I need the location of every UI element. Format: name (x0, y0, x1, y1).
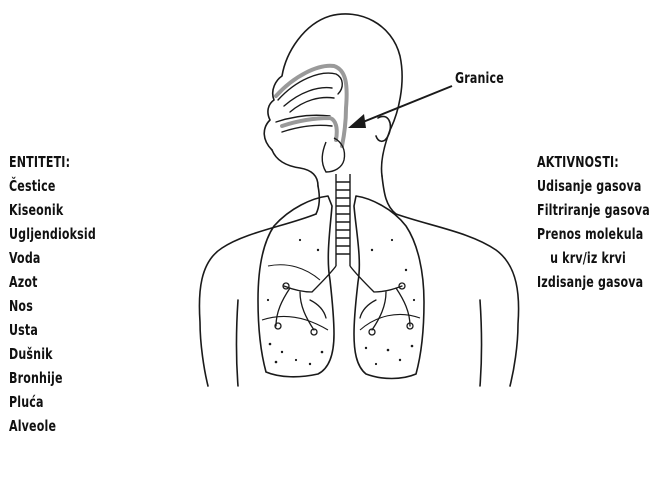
ear (376, 116, 390, 141)
entity-item: Voda (9, 246, 96, 270)
activity-item: Filtriranje gasova (537, 198, 650, 222)
activity-item: u krv/iz krvi (537, 246, 650, 270)
entity-item: Bronhije (9, 366, 96, 390)
activities-title: AKTIVNOSTI: (537, 150, 650, 174)
entity-item: Kiseonik (9, 198, 96, 222)
activities-list: AKTIVNOSTI: Udisanje gasova Filtriranje … (537, 150, 650, 294)
face-profile (272, 150, 318, 186)
entity-item: Ugljendioksid (9, 222, 96, 246)
right-arm-line (480, 300, 482, 386)
entity-item: Nos (9, 294, 96, 318)
neck-left (316, 186, 319, 214)
airway-boundary-highlight (276, 66, 347, 146)
lung-texture (267, 239, 415, 365)
entity-item: Dušnik (9, 342, 96, 366)
entity-item: Usta (9, 318, 96, 342)
trachea (312, 138, 374, 292)
entities-list: ENTITETI: Čestice Kiseonik Ugljendioksid… (9, 150, 96, 438)
left-lung (258, 196, 334, 377)
entities-title: ENTITETI: (9, 150, 96, 174)
entity-item: Čestice (9, 174, 96, 198)
entity-item: Azot (9, 270, 96, 294)
activity-item: Udisanje gasova (537, 174, 650, 198)
head-outline (264, 14, 402, 176)
activity-item: Izdisanje gasova (537, 270, 650, 294)
activity-item: Prenos molekula (537, 222, 650, 246)
right-lung (354, 196, 424, 379)
boundary-label: Granice (455, 66, 504, 90)
boundary-arrow (348, 86, 452, 128)
left-arm-line (237, 300, 239, 386)
neck-right (382, 176, 396, 214)
entity-item: Alveole (9, 414, 96, 438)
bronchial-tree (275, 283, 413, 335)
entity-item: Pluća (9, 390, 96, 414)
